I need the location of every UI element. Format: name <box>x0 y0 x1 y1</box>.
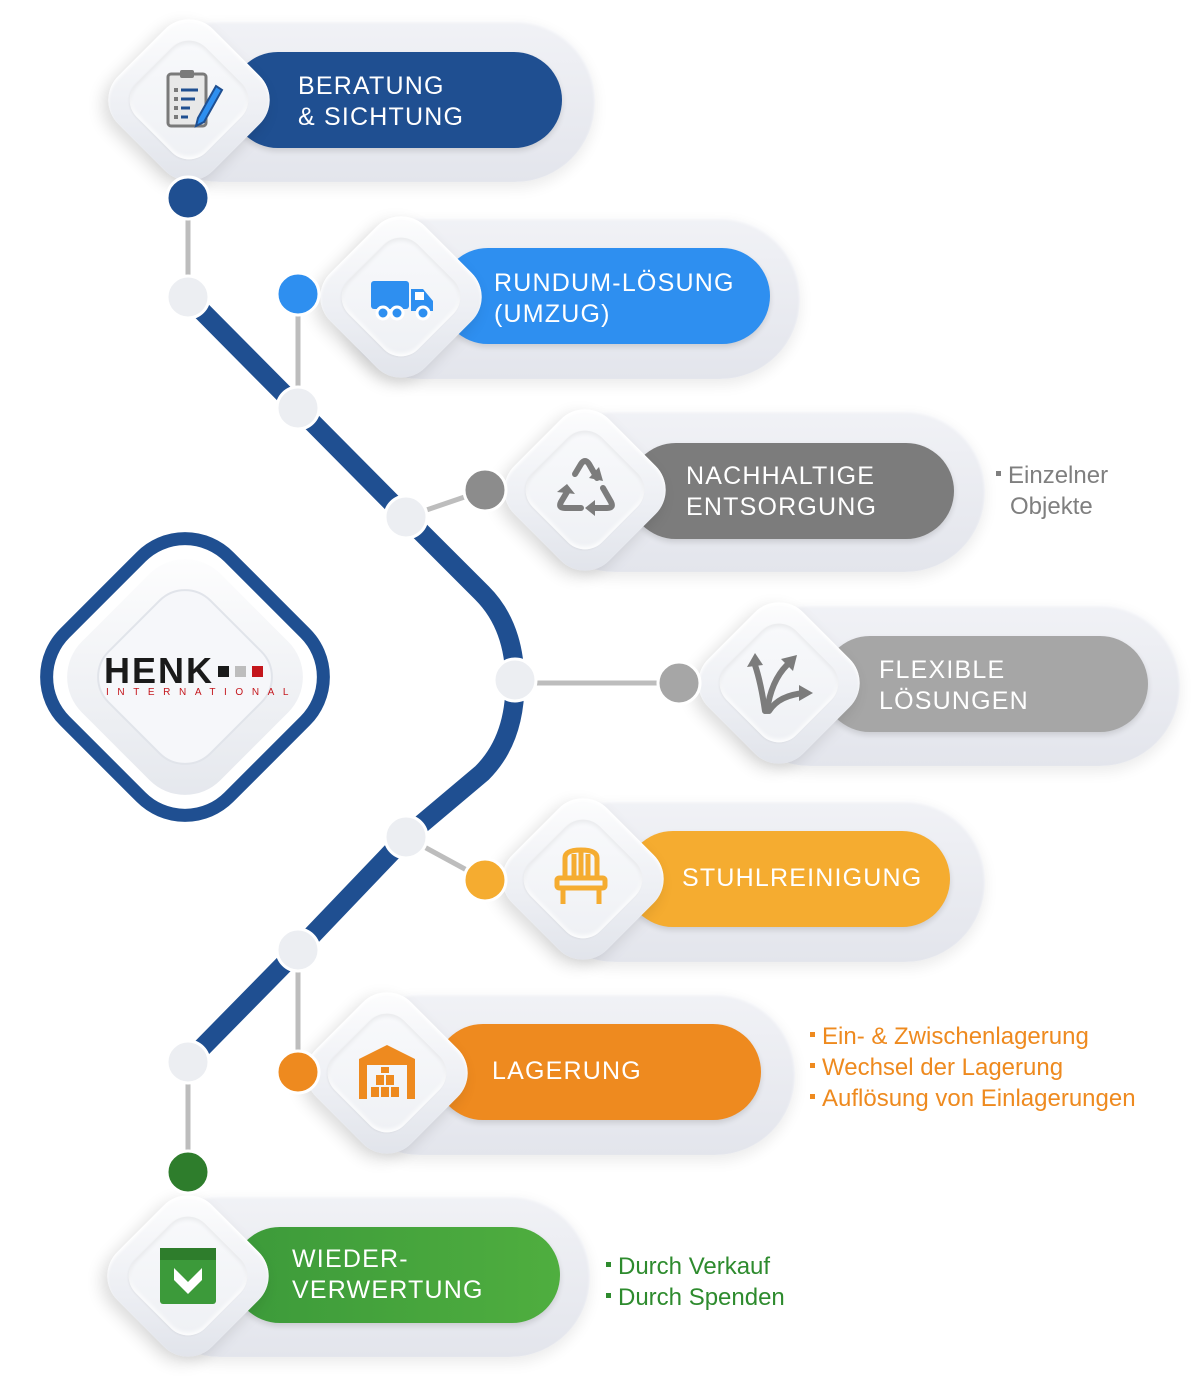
path-node-5 <box>383 814 429 860</box>
step-lagerung-note-1: Ein- & Zwischenlagerung <box>822 1023 1089 1050</box>
step-flexible-bar <box>822 636 1148 732</box>
step-entsorgung-label-2: ENTSORGUNG <box>686 493 878 521</box>
recycle-icon <box>557 458 615 516</box>
step-entsorgung-note-1: Einzelner <box>1008 462 1109 489</box>
step-entsorgung-label-1: NACHHALTIGE <box>686 462 876 490</box>
step-entsorgung-notes: Einzelner Objekte <box>996 460 1108 522</box>
step-wieder-notes: Durch Verkauf Durch Spenden <box>606 1251 785 1313</box>
path-node-2 <box>275 385 321 431</box>
step-entsorgung-bar <box>628 443 954 539</box>
download-box-icon <box>160 1248 216 1304</box>
step-wieder-label-2: VERWERTUNG <box>292 1276 484 1304</box>
step-flexible-label-2: LÖSUNGEN <box>879 687 1029 715</box>
path-node-7 <box>165 1039 211 1085</box>
step-lagerung-note-2: Wechsel der Lagerung <box>822 1054 1064 1081</box>
path-node-6 <box>275 927 321 973</box>
branching-arrows-icon <box>747 653 813 714</box>
logo-square-1 <box>218 666 229 677</box>
step-flexible-label-1: FLEXIBLE <box>879 656 1006 684</box>
step-stuhl-label-1: STUHLREINIGUNG <box>682 864 923 892</box>
path-node-1 <box>165 274 211 320</box>
truck-icon <box>371 281 433 321</box>
step-beratung-label-2: & SICHTUNG <box>298 103 465 131</box>
step-lagerung-notes: Ein- & Zwischenlagerung Wechsel der Lage… <box>810 1021 1136 1114</box>
logo-square-3 <box>252 666 263 677</box>
step-lagerung-note-3: Auflösung von Einlagerungen <box>822 1085 1136 1112</box>
step-rundum-label-2: (UMZUG) <box>494 300 611 328</box>
logo-wordmark: HENK <box>104 650 215 691</box>
step-rundum-label-1: RUNDUM-LÖSUNG <box>494 269 735 297</box>
path-node-4 <box>492 657 538 703</box>
warehouse-icon <box>359 1045 415 1099</box>
logo-subtitle: INTERNATIONAL <box>106 687 298 698</box>
step-beratung-label-1: BERATUNG <box>298 72 445 100</box>
step-wieder-note-1: Durch Verkauf <box>618 1253 771 1280</box>
clipboard-pen-icon <box>166 70 224 128</box>
step-beratung-bar <box>230 52 562 148</box>
logo-square-2 <box>235 666 246 677</box>
step-entsorgung-note-2: Objekte <box>1010 493 1093 520</box>
step-lagerung-bar <box>435 1024 761 1120</box>
step-wieder-bar <box>232 1227 560 1323</box>
chair-icon <box>554 847 608 904</box>
step-lagerung-label-1: LAGERUNG <box>492 1057 642 1085</box>
step-wieder-note-2: Durch Spenden <box>618 1284 785 1311</box>
path-node-3 <box>383 494 429 540</box>
step-stuhl-bar <box>625 831 950 927</box>
step-wieder-label-1: WIEDER- <box>292 1245 409 1273</box>
step-rundum-bar <box>440 248 770 344</box>
logo-block: HENK INTERNATIONAL <box>5 497 365 857</box>
